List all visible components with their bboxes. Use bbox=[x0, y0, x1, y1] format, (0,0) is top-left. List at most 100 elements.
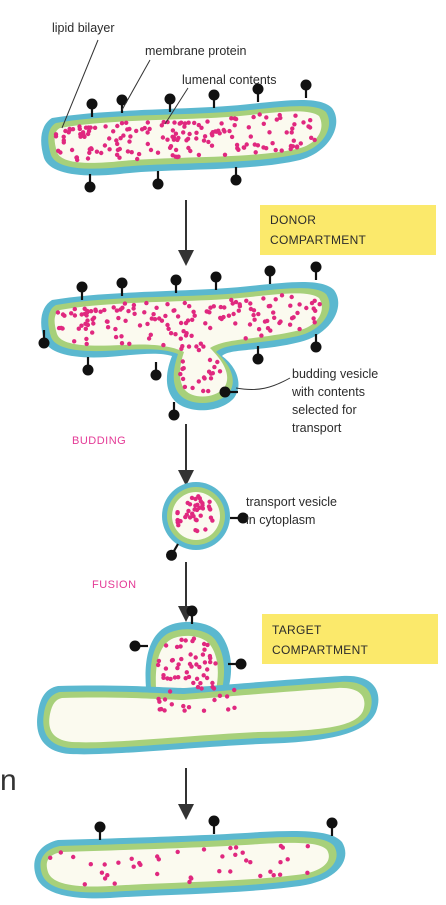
cargo-dot bbox=[279, 844, 283, 848]
cargo-dot bbox=[244, 336, 248, 340]
cargo-dot bbox=[160, 123, 164, 127]
cargo-dot bbox=[220, 854, 224, 858]
cargo-dot bbox=[201, 652, 205, 656]
cargo-dot bbox=[215, 360, 219, 364]
donor-label-line2: COMPARTMENT bbox=[270, 233, 367, 247]
cargo-dot bbox=[253, 142, 257, 146]
cargo-dot bbox=[95, 150, 99, 154]
cargo-dot bbox=[103, 143, 107, 147]
cargo-dot bbox=[89, 146, 93, 150]
cargo-dot bbox=[127, 127, 131, 131]
cargo-dot bbox=[131, 306, 135, 310]
transport-vesicle bbox=[162, 482, 230, 550]
cargo-dot bbox=[190, 386, 194, 390]
cargo-dot bbox=[165, 138, 169, 142]
budding-stage-label: BUDDING bbox=[72, 435, 126, 447]
cargo-dot bbox=[166, 327, 170, 331]
cargo-dot bbox=[116, 316, 120, 320]
cargo-dot bbox=[252, 318, 256, 322]
cargo-dot bbox=[185, 513, 189, 517]
cargo-dot bbox=[289, 144, 293, 148]
cargo-dot bbox=[84, 327, 88, 331]
cargo-dot bbox=[195, 508, 199, 512]
cargo-dot bbox=[78, 127, 82, 131]
cargo-dot bbox=[156, 151, 160, 155]
cargo-dot bbox=[174, 132, 178, 136]
cargo-dot bbox=[193, 314, 197, 318]
cargo-dot bbox=[251, 115, 255, 119]
cargo-dot bbox=[228, 869, 232, 873]
cargo-dot bbox=[143, 126, 147, 130]
cargo-dot bbox=[192, 121, 196, 125]
cargo-dot bbox=[297, 327, 301, 331]
cargo-dot bbox=[187, 705, 191, 709]
budding-vesicle-leader bbox=[236, 378, 290, 390]
membrane-protein-icon bbox=[311, 262, 322, 281]
cargo-dot bbox=[187, 880, 191, 884]
cargo-dot bbox=[176, 155, 180, 159]
cargo-dot bbox=[212, 365, 216, 369]
cargo-dot bbox=[124, 121, 128, 125]
cargo-dot bbox=[219, 121, 223, 125]
cargo-dot bbox=[90, 330, 94, 334]
cargo-dot bbox=[111, 129, 115, 133]
cargo-dot bbox=[176, 523, 180, 527]
cargo-dot bbox=[132, 312, 136, 316]
cargo-dot bbox=[181, 359, 185, 363]
cargo-dot bbox=[142, 310, 146, 314]
cargo-dot bbox=[137, 152, 141, 156]
cargo-dot bbox=[217, 869, 221, 873]
budding-vesicle-label-3: selected for bbox=[292, 403, 357, 417]
cargo-dot bbox=[102, 308, 106, 312]
cargo-dot bbox=[202, 642, 206, 646]
cargo-dot bbox=[106, 325, 110, 329]
cargo-dot bbox=[179, 321, 183, 325]
cargo-dot bbox=[187, 344, 191, 348]
cargo-dot bbox=[206, 389, 210, 393]
cargo-dot bbox=[171, 128, 175, 132]
cargo-dot bbox=[193, 497, 197, 501]
cargo-dot bbox=[77, 327, 81, 331]
cargo-dot bbox=[178, 121, 182, 125]
cargo-dot bbox=[261, 145, 265, 149]
cargo-dot bbox=[70, 148, 74, 152]
cargo-dot bbox=[130, 857, 134, 861]
cargo-dot bbox=[318, 302, 322, 306]
cargo-dot bbox=[170, 702, 174, 706]
cargo-dot bbox=[251, 313, 255, 317]
cargo-dot bbox=[218, 369, 222, 373]
cargo-dot bbox=[194, 518, 198, 522]
cargo-dot bbox=[285, 130, 289, 134]
cargo-dot bbox=[227, 314, 231, 318]
cargo-dot bbox=[120, 121, 124, 125]
membrane-protein-icon bbox=[85, 174, 96, 193]
cargo-dot bbox=[191, 681, 195, 685]
membrane-protein-icon bbox=[153, 171, 164, 190]
cargo-dot bbox=[67, 127, 71, 131]
cargo-dot bbox=[309, 136, 313, 140]
cargo-dot bbox=[257, 327, 261, 331]
membrane-protein-icon bbox=[327, 818, 338, 837]
cargo-dot bbox=[116, 861, 120, 865]
cargo-dot bbox=[146, 142, 150, 146]
cargo-dot bbox=[274, 297, 278, 301]
cargo-dot bbox=[310, 301, 314, 305]
cargo-dot bbox=[83, 322, 87, 326]
cargo-dot bbox=[228, 846, 232, 850]
cargo-dot bbox=[163, 697, 167, 701]
cargo-dot bbox=[161, 343, 165, 347]
cargo-dot bbox=[199, 342, 203, 346]
cargo-dot bbox=[84, 313, 88, 317]
cargo-dot bbox=[145, 322, 149, 326]
cargo-dot bbox=[222, 129, 226, 133]
cargo-dot bbox=[176, 662, 180, 666]
cargo-dot bbox=[226, 707, 230, 711]
cargo-dot bbox=[313, 320, 317, 324]
cargo-dot bbox=[161, 135, 165, 139]
cargo-dot bbox=[107, 147, 111, 151]
cargo-dot bbox=[205, 309, 209, 313]
cargo-dot bbox=[248, 860, 252, 864]
cargo-dot bbox=[93, 126, 97, 130]
cargo-dot bbox=[157, 700, 161, 704]
